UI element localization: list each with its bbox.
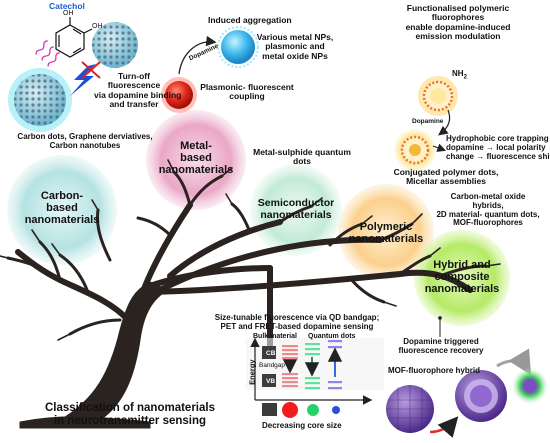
carbon-dot-large [8, 68, 72, 132]
hybrid-circle [414, 230, 510, 326]
aggregation-arrow [178, 35, 217, 75]
category-hybrid: Hybrid and composite nanomaterials [424, 259, 500, 296]
bulk-material-label: Bulk material [253, 333, 297, 340]
main-title: Classification of nanomaterials in neuro… [45, 402, 215, 427]
mof-particle-plain [386, 385, 434, 433]
carbon-circle [7, 155, 117, 265]
blue-nanoparticle [217, 26, 259, 68]
vb-label: VB [266, 378, 276, 385]
energy-axis-label: Energy [247, 359, 257, 385]
nh2-label: NH2 [452, 69, 467, 81]
energy-transfer-icon [70, 61, 101, 96]
cb-label: CB [266, 350, 276, 357]
recovery-arrow-red [429, 416, 459, 438]
recovery-label: Dopamine triggered fluorescence recovery [398, 337, 484, 355]
category-carbon: Carbon- based nanomaterials [24, 190, 100, 227]
dopamine-arrow [438, 109, 451, 136]
category-semiconductor: Semiconductor nanomaterials [257, 197, 335, 221]
catechol-oh-right: OH [92, 23, 103, 30]
hydrophobic-trapping-label: Hydrophobic core trapping dopamine → loc… [446, 134, 550, 161]
catechol-molecule [55, 17, 93, 58]
plasmonic-coupling-label: Plasmonic- fluorescent coupling [200, 82, 294, 102]
mof-hybrid-label: MOF-fluorophore hybrid [388, 366, 480, 375]
category-polymeric: Polymeric nanomaterials [348, 221, 424, 246]
metal-sulphide-label: Metal-sulphide quantum dots [253, 147, 351, 167]
polymeric-circle [338, 184, 434, 280]
decreasing-size-label: Decreasing core size [262, 421, 342, 430]
category-metal: Metal- based nanomaterials [158, 140, 234, 177]
polymer-particle-top [418, 76, 458, 116]
conjugated-polymer-label: Conjugated polymer dots, Micellar assemb… [393, 167, 499, 187]
qd-description: Size-tunable fluorescence via QD bandgap… [214, 313, 380, 331]
catechol-oh-top: OH [63, 10, 74, 17]
induced-aggregation-title: Induced aggregation [208, 15, 292, 25]
semiconductor-circle [250, 164, 342, 256]
metal-np-examples: Various metal NPs, plasmonic and metal o… [256, 32, 334, 61]
mof-particle-open [455, 370, 507, 422]
bandgap-label: Bandgap [259, 362, 286, 369]
turn-off-label: Turn-off fluorescence via dopamine bindi… [94, 71, 182, 110]
carbon-examples: Carbon dots, Graphene derviatives, Carbo… [17, 132, 153, 150]
metal-circle [146, 110, 246, 210]
catechol-label: Catechol [49, 1, 85, 11]
red-nanoparticle [161, 77, 197, 113]
mof-particle-glowing [512, 368, 548, 404]
hybrid-pointer-dot [438, 316, 442, 320]
qd-energy-diagram [246, 337, 384, 418]
quantum-dots-label: Quantum dots [308, 333, 356, 340]
tree [0, 159, 501, 429]
recovery-arrow-grey [496, 348, 532, 376]
trapping-arrow [432, 143, 447, 152]
hybrid-examples-label: Carbon-metal oxide hybrids, 2D material-… [436, 192, 540, 228]
carbon-dot-small [92, 22, 138, 68]
polymer-dopamine-label: Dopamine [412, 118, 444, 125]
polymer-fluorophores-label: Functionalised polymeric fluorophores en… [405, 3, 511, 42]
emission-waves [35, 40, 60, 67]
polymer-particle-bottom [393, 128, 437, 172]
